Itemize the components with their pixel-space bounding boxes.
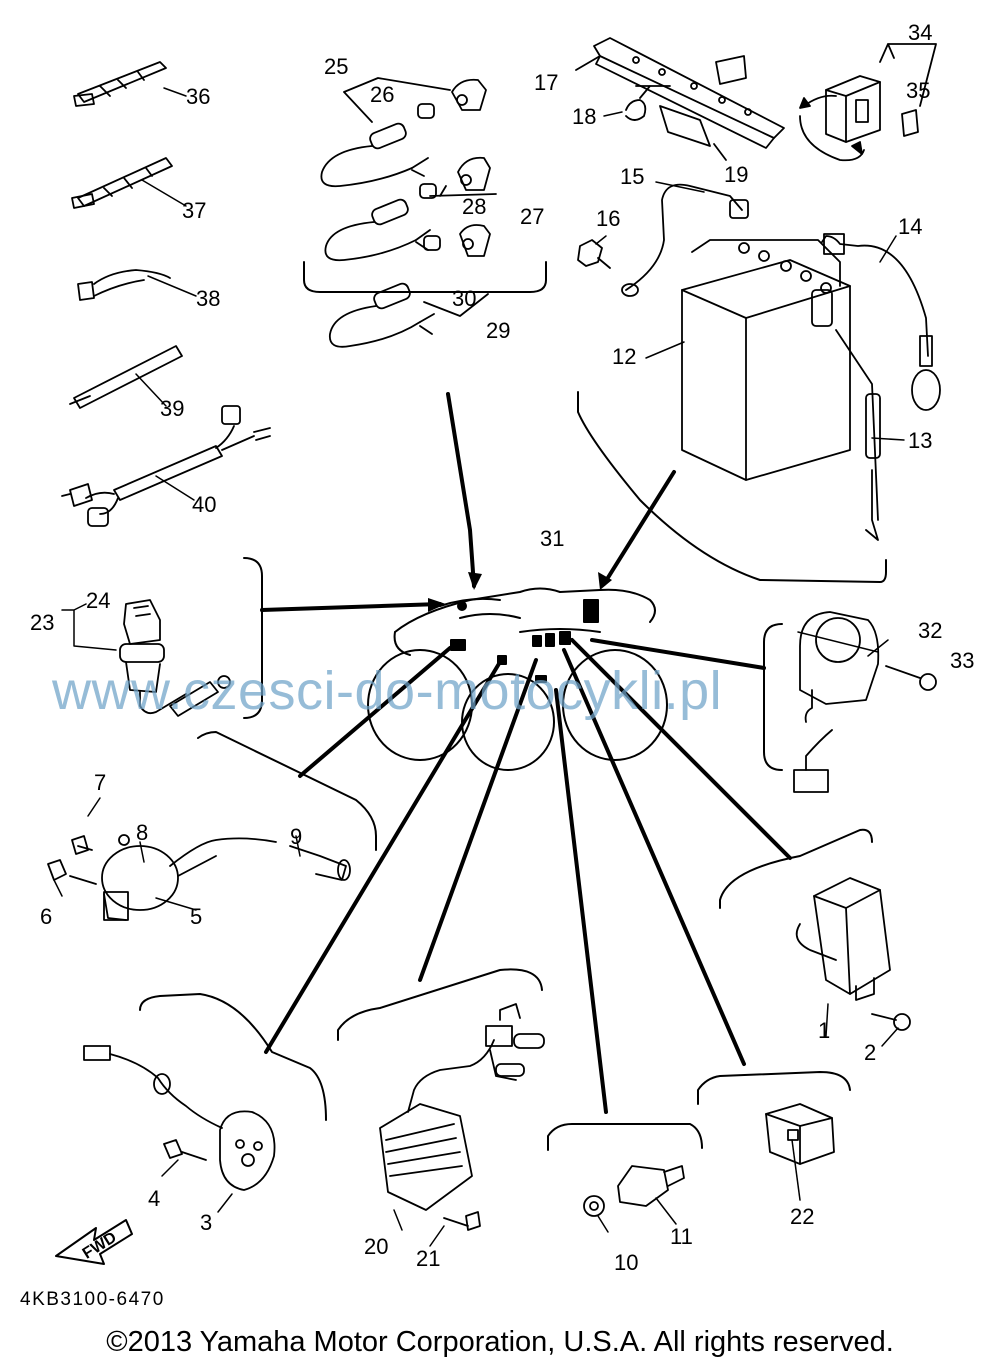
- part-label-28: 28: [462, 194, 487, 219]
- group-brackets: [139, 261, 887, 1151]
- part-label-33: 33: [950, 648, 975, 673]
- part-label-25: 25: [324, 54, 349, 79]
- connector-cover-group: [765, 1103, 835, 1165]
- cdi-unit-group: [795, 877, 911, 1031]
- part-label-31: 31: [540, 526, 565, 551]
- part-label-17: 17: [534, 70, 559, 95]
- part-label-30: 30: [452, 286, 477, 311]
- part-label-4: 4: [148, 1186, 161, 1211]
- part-label-14: 14: [898, 214, 923, 239]
- part-label-7: 7: [94, 770, 107, 795]
- part-label-11: 11: [670, 1224, 693, 1249]
- part-label-26: 26: [370, 82, 395, 107]
- part-label-23: 23: [30, 610, 55, 635]
- part-label-3: 3: [200, 1210, 213, 1235]
- part-label-1: 1: [818, 1018, 831, 1043]
- part-label-36: 36: [186, 84, 211, 109]
- part-label-6: 6: [40, 904, 53, 929]
- neutral-switch-group: [583, 1165, 685, 1217]
- leader-arrowheads: [428, 572, 612, 612]
- watermark-text: www.czesci-do-motocykli.pl: [52, 661, 723, 721]
- part-label-8: 8: [136, 820, 149, 845]
- part-label-37: 37: [182, 198, 207, 223]
- part-label-27: 27: [520, 204, 545, 229]
- part-label-13: 13: [908, 428, 933, 453]
- part-label-32: 32: [918, 618, 943, 643]
- part-label-29: 29: [486, 318, 511, 343]
- part-label-12: 12: [612, 344, 637, 369]
- part-label-9: 9: [290, 824, 303, 849]
- part-label-15: 15: [620, 164, 645, 189]
- leader-lines: [260, 392, 792, 1114]
- part-label-40: 40: [192, 492, 217, 517]
- part-label-20: 20: [364, 1234, 389, 1259]
- label-leaders: [53, 87, 905, 1247]
- part-label-39: 39: [160, 396, 185, 421]
- battery-group: [577, 183, 941, 541]
- part-label-35: 35: [906, 78, 931, 103]
- part-label-2: 2: [864, 1040, 877, 1065]
- part-label-16: 16: [596, 206, 621, 231]
- fwd-arrow-icon: FWD: [55, 1219, 133, 1265]
- copyright-notice: ©2013 Yamaha Motor Corporation, U.S.A. A…: [106, 1326, 894, 1358]
- sensor-32-33-group: [793, 611, 937, 793]
- part-label-22: 22: [790, 1204, 815, 1229]
- part-label-5: 5: [190, 904, 203, 929]
- switch-23-24-group: [119, 599, 231, 717]
- part-label-38: 38: [196, 286, 221, 311]
- part-label-18: 18: [572, 104, 597, 129]
- pickup-coil-group: [83, 1045, 276, 1191]
- diagram-code: 4KB3100-6470: [20, 1289, 165, 1310]
- cable-ties-group: [61, 61, 271, 527]
- part-label-24: 24: [86, 588, 111, 613]
- part-label-19: 19: [724, 162, 749, 187]
- part-label-34: 34: [908, 20, 933, 45]
- relay-group: [799, 43, 937, 162]
- part-label-21: 21: [416, 1246, 441, 1271]
- rectifier-regulator-group: [379, 1003, 545, 1231]
- sensors-group: [320, 77, 497, 348]
- bracket-plate-group: [575, 37, 785, 161]
- part-label-10: 10: [614, 1250, 639, 1275]
- ignition-coil-group: [47, 834, 351, 921]
- atv-vehicle-outline: [367, 587, 668, 771]
